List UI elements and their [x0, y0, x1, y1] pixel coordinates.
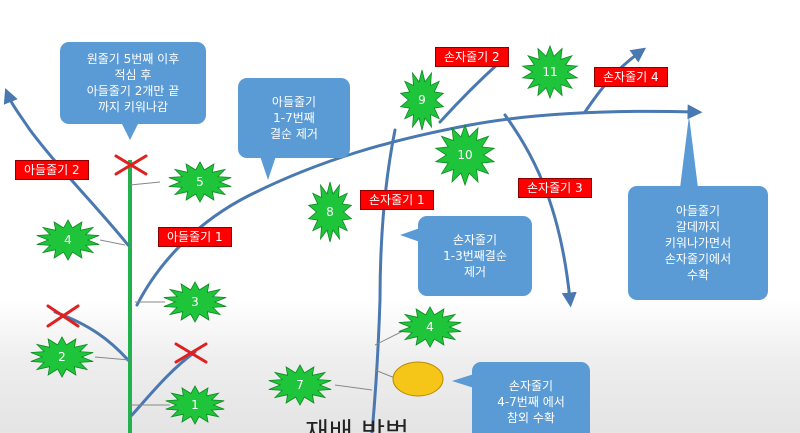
callout-grandson-leaf-removal-text: 손자줄기 1-3번째결순 제거: [443, 233, 507, 279]
callout-son-leaf-removal: 아들줄기 1-7번째 결순 제거: [238, 78, 350, 180]
tag-grandson-1: 손자줄기 1: [360, 190, 434, 210]
callout-grandson-leaf-removal: 손자줄기 1-3번째결순 제거: [400, 216, 532, 296]
callout-main-stem-pinch-text: 원줄기 5번째 이후 적심 후 아들줄기 2개만 끝 까지 키워나감: [86, 52, 180, 114]
callout-son-leaf-removal-text: 아들줄기 1-7번째 결순 제거: [270, 95, 318, 141]
grandson-1-vine: [370, 128, 397, 433]
leaf-9: 10: [434, 123, 496, 187]
leaf-number: 2: [58, 350, 66, 364]
leaf-number: 8: [326, 205, 334, 219]
leaf-number: 4: [426, 320, 434, 334]
leaf-number: 11: [542, 65, 557, 79]
callout-son-end-harvest: 아들줄기 갈데까지 키워나가면서 손자줄기에서 수확: [628, 116, 768, 300]
callout-grandson-harvest-text: 손자줄기 4-7번째 에서 참외 수확: [497, 379, 565, 425]
leaf-number: 1: [191, 398, 199, 412]
leaf-7: 8: [307, 181, 353, 243]
grandson-2-vine: [438, 60, 502, 124]
leaf-11: 4: [398, 306, 462, 348]
tag-grandson-3: 손자줄기 3: [518, 178, 592, 198]
leaf-1: 1: [165, 385, 225, 425]
pinch-mark-left: [46, 304, 80, 328]
leaf-number: 9: [418, 93, 426, 107]
leaf-4: 4: [36, 219, 100, 261]
leaf-10: 11: [521, 44, 579, 100]
leaf-5: 5: [168, 161, 232, 203]
leaf-8: 9: [399, 69, 445, 131]
tag-grandson-2: 손자줄기 2: [435, 47, 509, 67]
leaf-2: 2: [30, 336, 94, 378]
leaf-number: 7: [296, 378, 304, 392]
leaf-number: 5: [196, 175, 204, 189]
leaf-number: 3: [191, 295, 199, 309]
melon-fruit: [392, 361, 444, 397]
callout-grandson-harvest: 손자줄기 4-7번째 에서 참외 수확: [452, 362, 590, 433]
leaf-number: 10: [457, 148, 472, 162]
caption-text: 재배 방법: [305, 418, 409, 433]
leaf-3: 3: [163, 281, 227, 323]
callout-son-end-harvest-text: 아들줄기 갈데까지 키워나가면서 손자줄기에서 수확: [664, 204, 732, 282]
pinch-mark-top: [114, 154, 148, 176]
lower-branch-right: [130, 350, 197, 417]
pinch-mark-right: [174, 342, 208, 364]
callout-main-stem-pinch: 원줄기 5번째 이후 적심 후 아들줄기 2개만 끝 까지 키워나감: [60, 42, 206, 140]
tag-son-stem-1: 아들줄기 1: [158, 227, 232, 247]
leaf-6: 7: [268, 364, 332, 406]
leaf-number: 4: [64, 233, 72, 247]
son-stem-2-vine: [3, 88, 130, 247]
tag-son-stem-2: 아들줄기 2: [15, 160, 89, 180]
tag-grandson-4: 손자줄기 4: [594, 67, 668, 87]
